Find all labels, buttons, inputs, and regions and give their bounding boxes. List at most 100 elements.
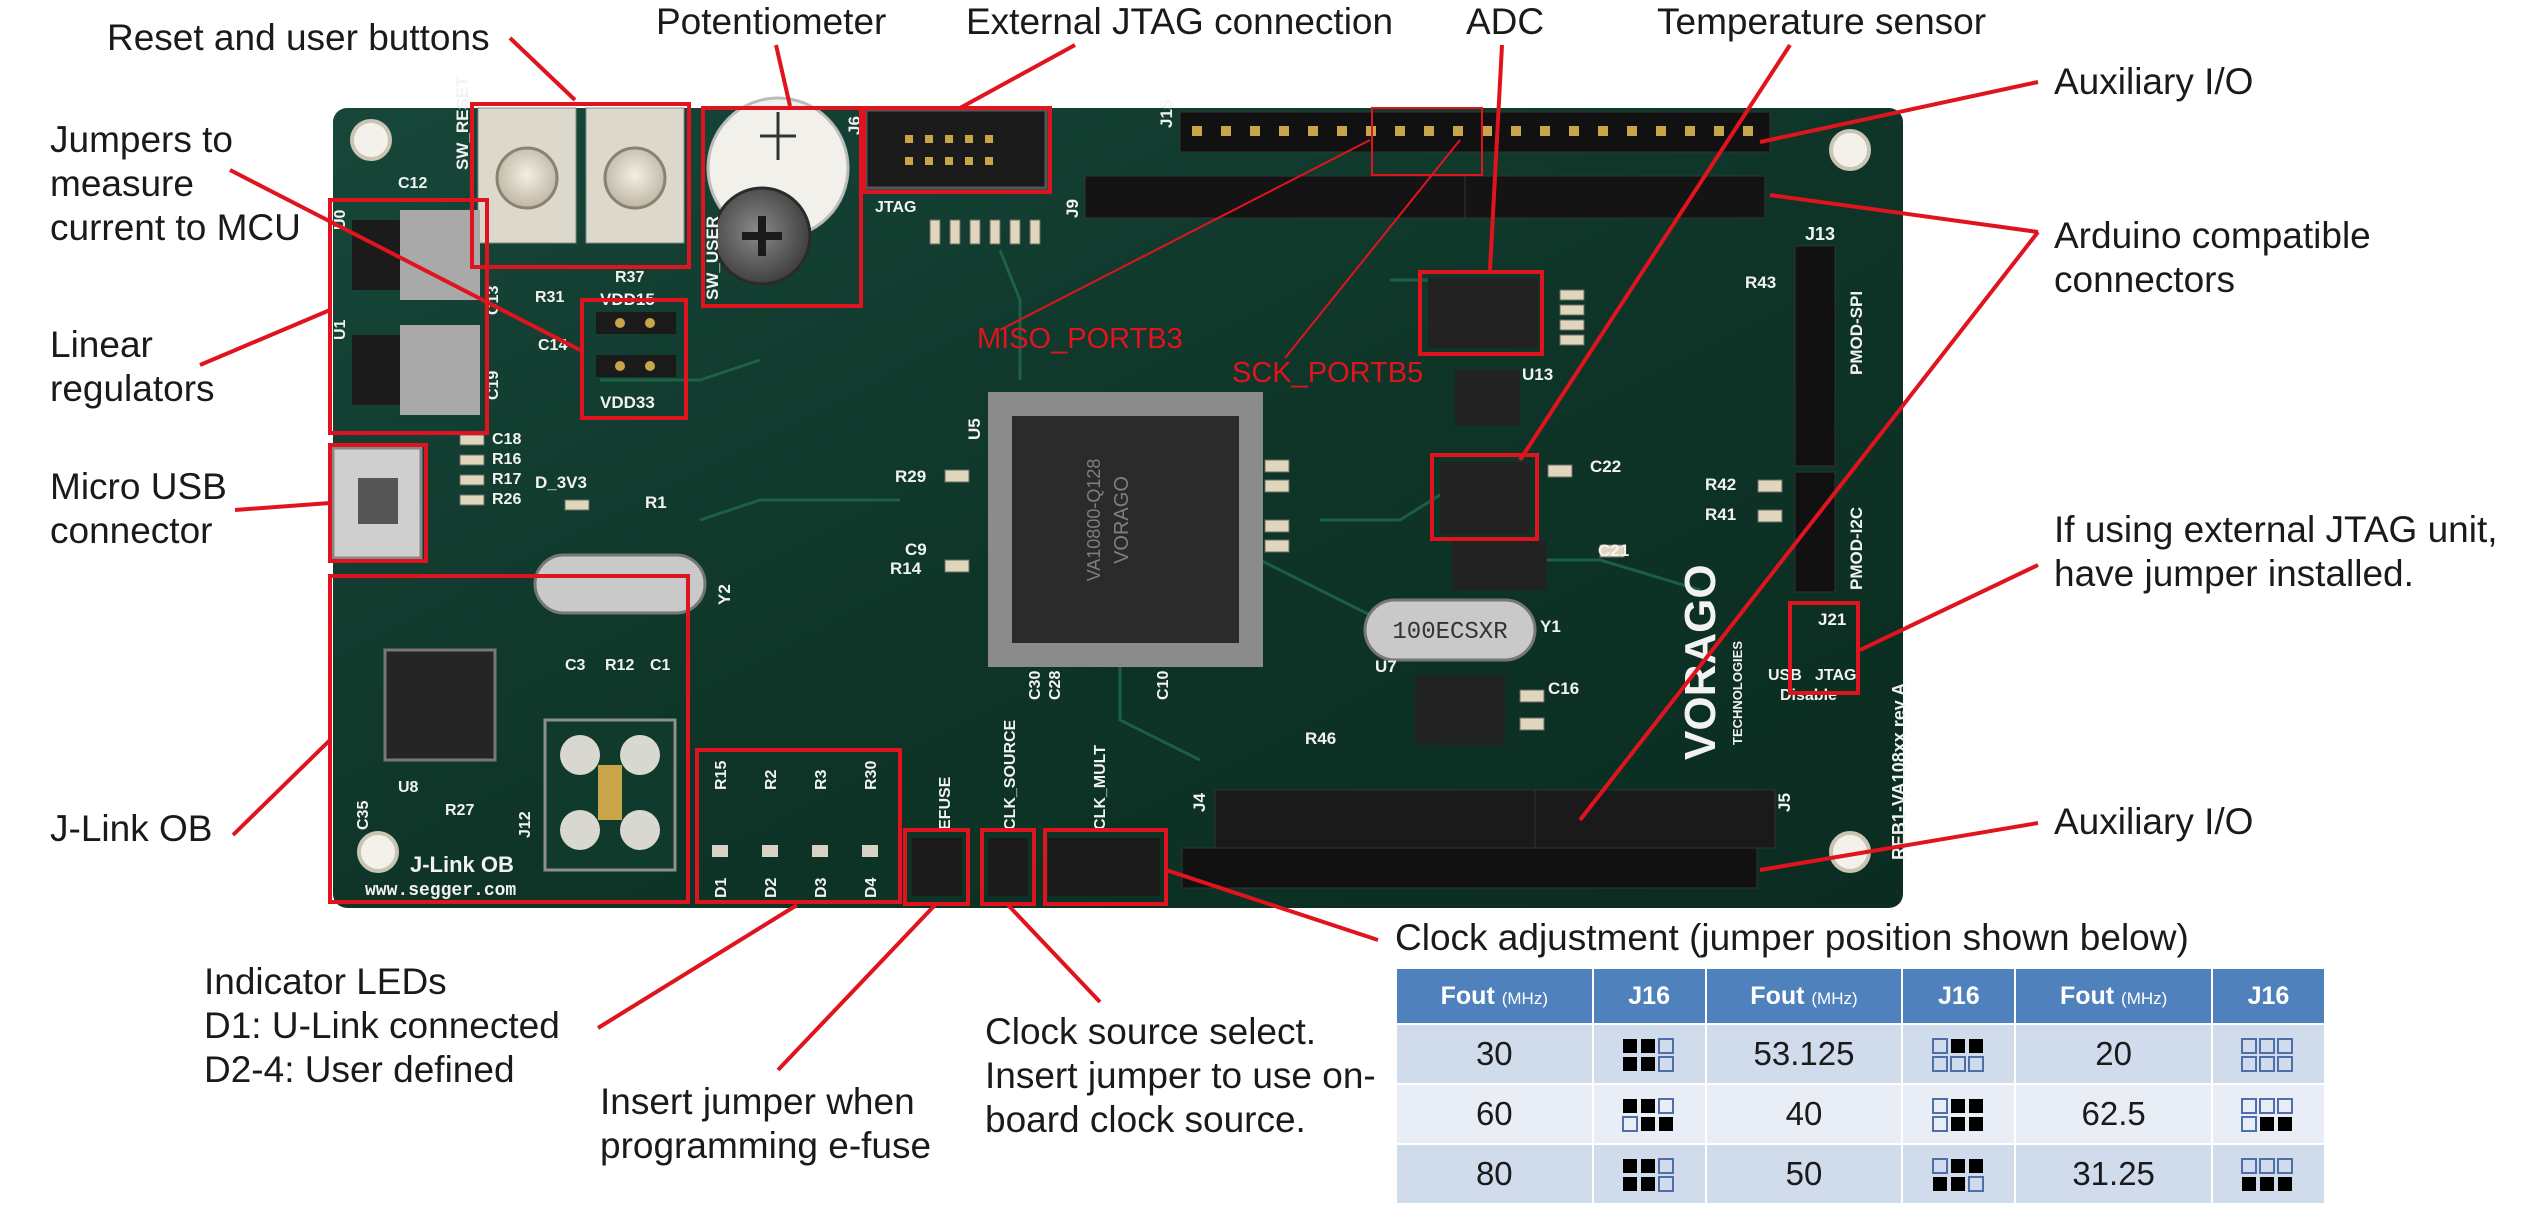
jumper-pin — [1622, 1115, 1639, 1132]
header-pin — [1424, 126, 1434, 136]
silk-r14: R14 — [890, 559, 922, 578]
silk-c16: C16 — [1548, 679, 1579, 698]
user-button — [585, 107, 685, 244]
clock-j16-cell — [2210, 1023, 2327, 1085]
jumper-pin — [1968, 1158, 1983, 1173]
u13-chip — [1455, 370, 1520, 425]
jumper-pin — [2259, 1097, 2276, 1114]
jumper-pin — [2277, 1097, 2294, 1114]
silk-brand-sub: TECHNOLOGIES — [1730, 641, 1745, 745]
silk-r29: R29 — [895, 467, 926, 486]
jumper-pin — [1950, 1098, 1965, 1113]
silk-j5: J5 — [1775, 793, 1794, 812]
label-insert-jumper: Insert jumper when programming e-fuse — [600, 1081, 932, 1166]
smd-components — [459, 219, 1783, 731]
silk-u13: U13 — [1522, 365, 1553, 384]
clock-j16-cell — [1901, 1023, 2017, 1085]
clock-header-cell: Fout (MHz) — [1395, 967, 1594, 1025]
header-pin — [1279, 126, 1289, 136]
clock-j16-cell — [1591, 1083, 1707, 1145]
header-pin — [1627, 126, 1637, 136]
micro-usb-connector — [331, 446, 423, 560]
silk-r17: R17 — [492, 471, 521, 488]
jumper-pattern-icon — [1623, 1157, 1675, 1192]
silk-c19: C19 — [485, 371, 502, 400]
jumper-pin — [2278, 1176, 2293, 1191]
callout-boxes — [328, 102, 1860, 906]
jumper-pin — [2277, 1157, 2294, 1174]
temp-sensor-chip — [1415, 675, 1505, 745]
jumper-pattern-icon — [1622, 1097, 1675, 1132]
crystal-y1: 100ECSXR — [1363, 598, 1537, 662]
jumper-pin — [1641, 1038, 1656, 1053]
jumper-pin — [2241, 1097, 2258, 1114]
clock-header-main: Fout — [1440, 981, 1495, 1010]
jumper-pin — [1623, 1038, 1638, 1053]
jumper-pin — [1931, 1097, 1948, 1114]
header-j5 — [1534, 789, 1776, 849]
silk-d2: D2 — [763, 877, 780, 898]
clock-header-cell: J16 — [1591, 967, 1707, 1025]
silk-sw-user: SW_USER — [703, 216, 722, 300]
silk-r15: R15 — [713, 761, 730, 790]
header-pin — [1569, 126, 1579, 136]
silk-u8: U8 — [398, 779, 419, 796]
label-potentiometer: Potentiometer — [656, 1, 887, 42]
adc-chip — [1428, 278, 1538, 348]
silk-j12: J12 — [517, 811, 534, 838]
clock-header-unit: (MHz) — [1811, 988, 1858, 1008]
silk-r27: R27 — [445, 802, 474, 819]
jumper-pin — [2241, 1055, 2258, 1072]
jumper-pin — [1641, 1056, 1656, 1071]
header-pin — [1482, 126, 1492, 136]
header-pin — [1192, 126, 1202, 136]
indicator-leds — [712, 845, 878, 857]
vdd-jumpers — [596, 312, 676, 377]
label-external-jtag: External JTAG connection — [966, 1, 1394, 42]
clock-header-main: Fout — [1750, 981, 1805, 1010]
header-j9b — [1464, 175, 1766, 219]
crystal-y2 — [533, 553, 707, 615]
jumper-pin — [2277, 1037, 2294, 1054]
jlink-connector — [543, 718, 677, 872]
silk-u1: U1 — [332, 319, 349, 340]
jumper-pin — [2259, 1055, 2276, 1072]
jumper-pin — [2242, 1176, 2257, 1191]
silk-usb: USB — [1768, 667, 1802, 684]
bottom-jumpers — [912, 838, 1160, 896]
silk-pmod-i2c: PMOD-I2C — [1847, 507, 1866, 590]
header-j15 — [1179, 111, 1771, 153]
silk-r42: R42 — [1705, 475, 1736, 494]
header-bottom-aux — [1181, 847, 1758, 889]
label-clock-source: Clock source select. Insert jumper to us… — [985, 1011, 1376, 1140]
jumper-pin — [1658, 1037, 1675, 1054]
jumper-pin — [1968, 1098, 1983, 1113]
clock-header-main: Fout — [2059, 981, 2115, 1010]
jumper-pin — [1949, 1055, 1966, 1072]
clock-header-main: J16 — [1937, 981, 1980, 1010]
jumper-pin — [1931, 1037, 1948, 1054]
header-pin — [1308, 126, 1318, 136]
clock-header-cell: J16 — [2210, 967, 2327, 1025]
header-pin — [1511, 126, 1521, 136]
jumper-pin — [1658, 1175, 1675, 1192]
header-pin — [1685, 126, 1695, 136]
jumper-pin — [1659, 1116, 1674, 1131]
clock-header-cell: Fout (MHz) — [1704, 967, 1904, 1025]
jumper-pin — [1967, 1175, 1984, 1192]
header-j13 — [1794, 245, 1836, 467]
label-adc: ADC — [1466, 1, 1545, 42]
silk-c18: C18 — [492, 431, 521, 448]
jumper-pin — [1931, 1157, 1948, 1174]
silk-r2: R2 — [763, 769, 780, 790]
header-pin — [1540, 126, 1550, 136]
header-pin — [1598, 126, 1608, 136]
silk-clk-mult: CLK_MULT — [1092, 745, 1109, 830]
jumper-pattern-icon — [1931, 1097, 1983, 1132]
silk-y2: Y2 — [715, 584, 734, 605]
jumper-pin — [2241, 1037, 2258, 1054]
silk-d4: D4 — [863, 877, 880, 898]
clock-header-main: J16 — [1628, 981, 1670, 1010]
